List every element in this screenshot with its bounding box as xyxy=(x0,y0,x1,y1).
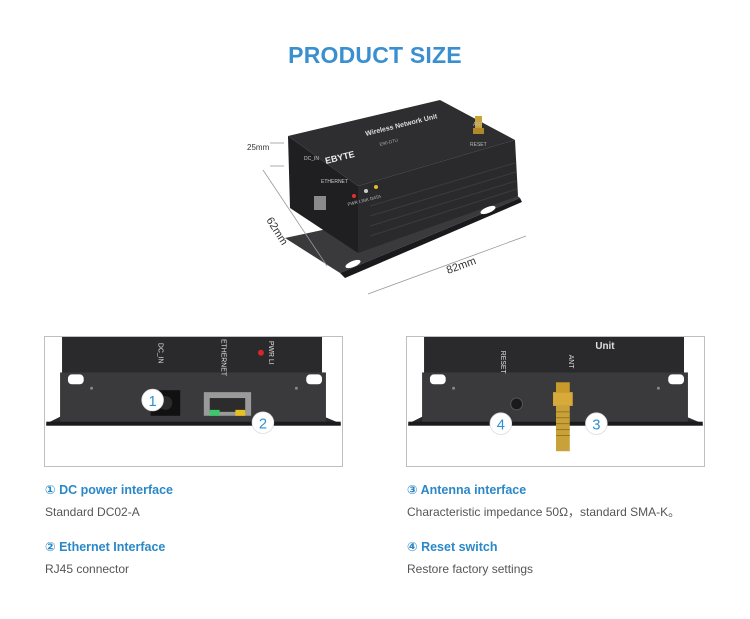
feature-antenna: ③ Antenna interface Characteristic imped… xyxy=(407,482,737,520)
device-sub-label: E90-DTU xyxy=(379,138,398,147)
front-panel-detail-photo: DC_IN ETHERNET PWR LI 1 2 xyxy=(44,336,343,467)
ant-label: ANT xyxy=(567,355,574,370)
feature-dc-power: ① DC power interface Standard DC02-A xyxy=(45,482,375,520)
feature-description: Standard DC02-A xyxy=(45,505,140,519)
feature-number: ② xyxy=(45,540,56,554)
ethernet-label: ETHERNET xyxy=(220,339,227,377)
feature-title: Antenna interface xyxy=(420,483,527,497)
page-title: PRODUCT SIZE xyxy=(288,42,462,68)
reset-label: RESET xyxy=(470,142,487,148)
feature-title: DC power interface xyxy=(59,483,173,497)
pwr-label: PWR LI xyxy=(267,341,274,365)
feature-heading: ④ Reset switch xyxy=(407,539,737,555)
callout-2-number: 2 xyxy=(259,417,267,433)
feature-description: Restore factory settings xyxy=(407,562,534,576)
reset-label: RESET xyxy=(499,351,506,375)
feature-description: RJ45 connector xyxy=(45,562,130,576)
callout-3-number: 3 xyxy=(592,418,600,434)
feature-heading: ③ Antenna interface xyxy=(407,482,737,498)
unit-label: Unit xyxy=(595,341,615,352)
ant-label: ANT xyxy=(473,122,483,128)
depth-dimension: 62mm xyxy=(263,215,289,247)
device-dimension-illustration: Wireless Network Unit E90-DTU EBYTE ANT … xyxy=(230,88,540,303)
dc-in-label: DC_IN xyxy=(304,156,319,162)
feature-description: Characteristic impedance 50Ω，standard SM… xyxy=(407,505,681,519)
feature-number: ③ xyxy=(407,483,418,497)
feature-reset: ④ Reset switch Restore factory settings xyxy=(407,539,737,577)
width-dimension: 82mm xyxy=(445,255,478,277)
callout-1-number: 1 xyxy=(149,394,157,410)
callout-4-circle xyxy=(489,412,513,435)
feature-number: ④ xyxy=(407,540,418,554)
callout-3-circle xyxy=(585,412,608,435)
height-dimension: 25mm xyxy=(247,143,270,152)
feature-title: Ethernet Interface xyxy=(59,540,166,554)
feature-title: Reset switch xyxy=(421,540,498,554)
ethernet-label: ETHERNET xyxy=(321,179,348,185)
feature-ethernet: ② Ethernet Interface RJ45 connector xyxy=(45,539,375,577)
feature-heading: ① DC power interface xyxy=(45,482,375,498)
callout-1-circle xyxy=(141,388,164,412)
feature-number: ① xyxy=(45,483,56,497)
callout-2-circle xyxy=(251,411,275,434)
dc-in-label: DC_IN xyxy=(157,343,164,364)
rear-panel-detail-photo: RESET ANT Unit 4 3 xyxy=(406,336,705,467)
feature-heading: ② Ethernet Interface xyxy=(45,539,375,555)
callout-4-number: 4 xyxy=(497,418,505,434)
